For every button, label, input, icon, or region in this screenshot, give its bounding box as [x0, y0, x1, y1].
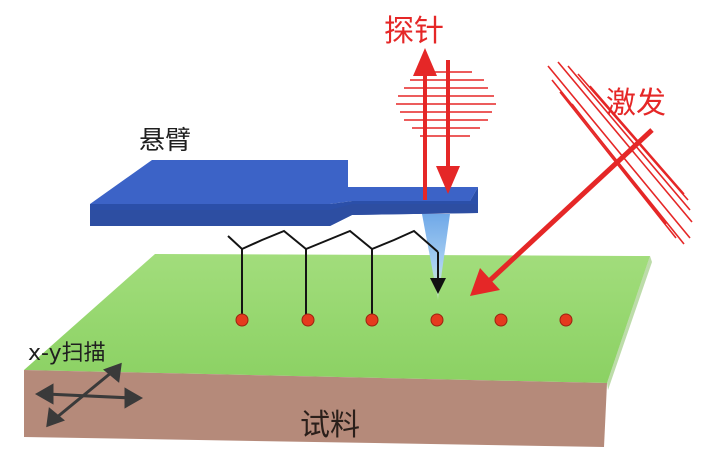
sample-point — [235, 313, 249, 327]
probe-up-arrowhead — [413, 48, 437, 76]
sample-point — [430, 313, 444, 327]
excitation-label: 激发 — [606, 86, 666, 121]
sample-point — [365, 313, 379, 327]
cantilever-label: 悬臂 — [139, 126, 192, 156]
probe-down-arrowhead — [436, 166, 460, 194]
sample-side-face — [24, 370, 607, 447]
probe-waveform — [396, 71, 496, 137]
sample-label: 试料 — [300, 408, 360, 443]
sample-top-face — [24, 254, 650, 383]
scan-trace — [227, 229, 446, 316]
excitation-arrowhead — [470, 268, 500, 296]
excitation-waveform — [547, 61, 693, 245]
cantilever-top — [90, 160, 478, 204]
cross-arrows-icon — [34, 362, 144, 428]
xy-scan-label: x-y扫描 — [28, 341, 106, 366]
cantilever — [90, 160, 478, 226]
excitation-beam — [470, 61, 693, 296]
sample-right-edge — [607, 256, 652, 390]
probe-tip — [422, 214, 450, 300]
sample-point — [494, 313, 508, 327]
sample-point — [301, 313, 315, 327]
probe-label: 探针 — [384, 14, 444, 49]
sample-points — [235, 313, 573, 327]
probe-beam — [396, 48, 496, 200]
cantilever-front-shade — [90, 204, 478, 226]
sample-point — [559, 313, 573, 327]
